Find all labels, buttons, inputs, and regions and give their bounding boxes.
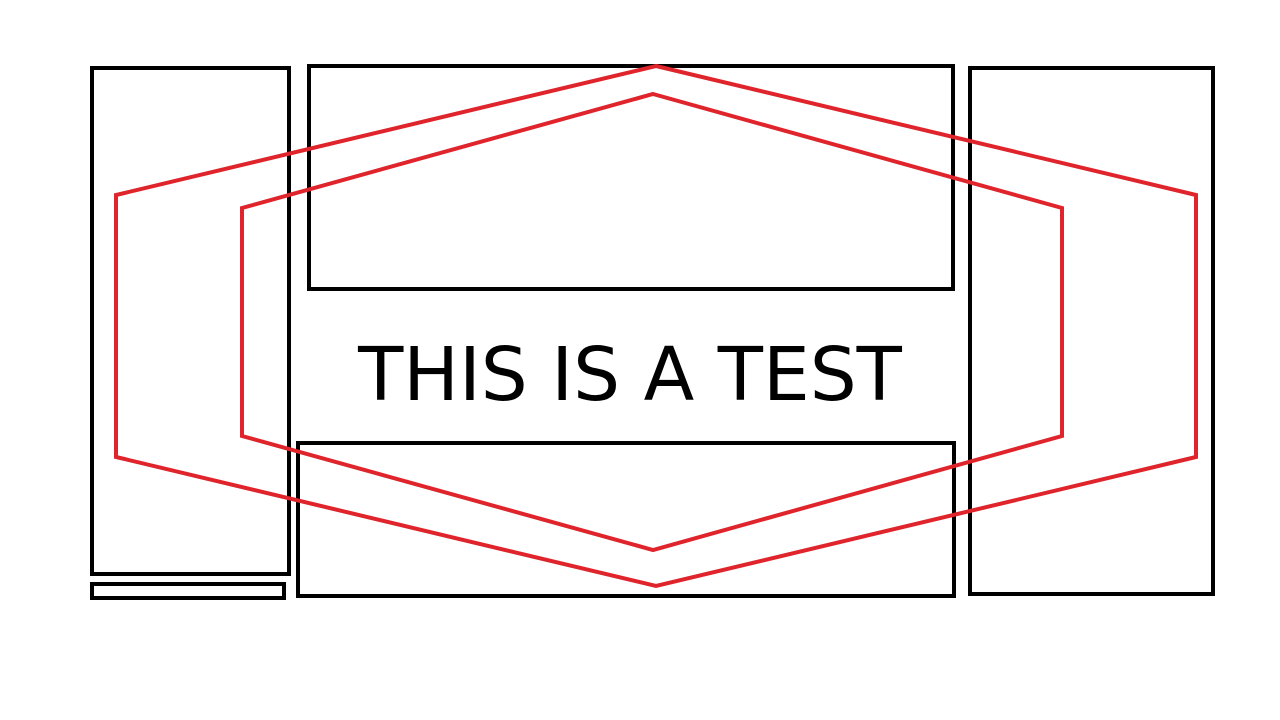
left-bottom-strip-rectangle xyxy=(90,582,286,600)
bottom-center-rectangle xyxy=(296,441,956,598)
right-tall-rectangle xyxy=(968,66,1215,596)
test-label: THIS IS A TEST xyxy=(358,332,902,418)
top-center-rectangle xyxy=(307,64,955,291)
left-tall-rectangle xyxy=(90,66,291,576)
